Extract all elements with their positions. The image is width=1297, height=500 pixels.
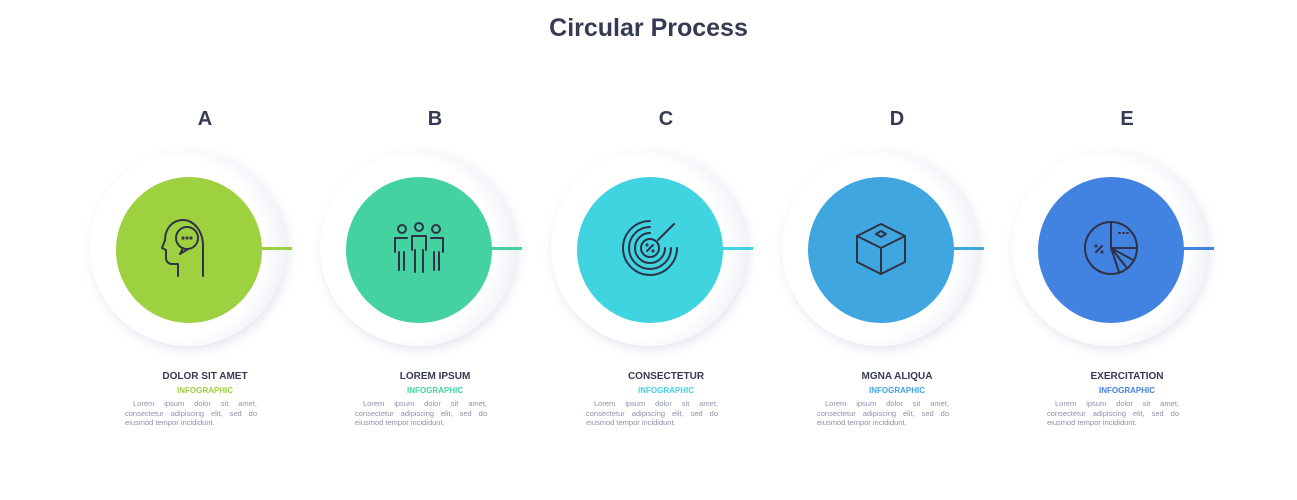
process-step-d: D MGNA ALIQUA INFOGRAPHIC Lorem ipsum do…	[782, 0, 1012, 500]
step-description: Lorem ipsum dolor sit amet, consectetur …	[586, 399, 718, 427]
head-thought-icon	[161, 216, 217, 285]
step-description: Lorem ipsum dolor sit amet, consectetur …	[355, 399, 487, 427]
step-disc	[1038, 177, 1184, 323]
step-letter: C	[658, 108, 674, 130]
step-subtitle: INFOGRAPHIC	[869, 386, 925, 395]
step-description: Lorem ipsum dolor sit amet, consectetur …	[125, 399, 257, 427]
connector-line	[701, 247, 753, 250]
connector-line	[240, 247, 292, 250]
step-letter: A	[197, 108, 213, 130]
team-icon	[388, 220, 450, 281]
step-description: Lorem ipsum dolor sit amet, consectetur …	[817, 399, 949, 427]
process-step-c: C CONSECTETUR INFOGRAPHIC Lorem ipsum do…	[551, 0, 781, 500]
process-step-a: A DOLOR SIT AMET INFOGRAPHIC Lorem ipsum…	[90, 0, 320, 500]
step-name: MGNA ALIQUA	[861, 371, 933, 382]
step-disc	[116, 177, 262, 323]
step-subtitle: INFOGRAPHIC	[177, 386, 233, 395]
process-step-e: E EXERCITATION INFOGRAPHIC Lorem ipsum d…	[1012, 0, 1242, 500]
step-subtitle: INFOGRAPHIC	[638, 386, 694, 395]
page-title: Circular Process	[549, 14, 748, 42]
step-description: Lorem ipsum dolor sit amet, consectetur …	[1047, 399, 1179, 427]
step-letter: D	[889, 108, 905, 130]
step-disc	[577, 177, 723, 323]
step-name: EXERCITATION	[1090, 371, 1164, 382]
pie-chart-icon	[1082, 219, 1140, 282]
connector-line	[470, 247, 522, 250]
step-name: CONSECTETUR	[627, 371, 705, 382]
step-subtitle: INFOGRAPHIC	[1099, 386, 1155, 395]
step-name: LOREM IPSUM	[399, 371, 471, 382]
step-disc	[346, 177, 492, 323]
step-subtitle: INFOGRAPHIC	[407, 386, 463, 395]
step-letter: E	[1120, 108, 1134, 130]
cube-icon	[853, 220, 909, 281]
step-letter: B	[427, 108, 443, 130]
process-step-b: B LOREM IPSUM INFOGRAPHIC Lorem ipsum do…	[320, 0, 550, 500]
percent-disc-icon	[620, 218, 680, 283]
step-name: DOLOR SIT AMET	[162, 371, 248, 382]
step-disc	[808, 177, 954, 323]
connector-line	[1162, 247, 1214, 250]
connector-line	[932, 247, 984, 250]
